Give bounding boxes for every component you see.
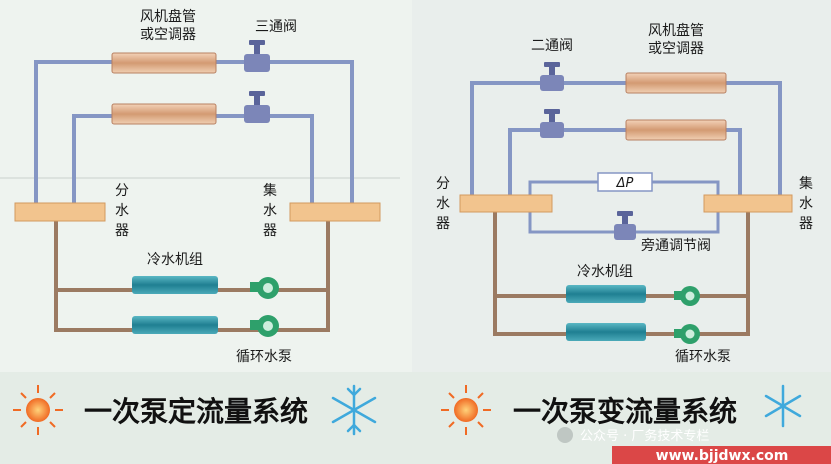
left-title-group: 一次泵定流量系统 [13,384,377,436]
right-pump-2 [674,324,700,344]
right-title-group: 一次泵变流量系统 [441,384,802,435]
left-fan-coil-label-1: 风机盘管 [140,8,196,25]
watermark-site-band [612,446,831,464]
right-fan-coil-label-2: 或空调器 [648,41,704,57]
watermark: 公众号 · 厂务技术专栏 www.bjjdwx.com [557,427,831,464]
right-collector-label-1: 集 [799,175,813,192]
left-three-way-valve-2 [244,91,270,123]
right-title: 一次泵变流量系统 [513,395,737,428]
right-bypass-valve-label: 旁通调节阀 [641,237,711,254]
left-collector-label-3: 器 [263,223,277,239]
right-pump-label: 循环水泵 [675,349,731,365]
right-fan-coil-2 [625,119,727,141]
right-collector-label-2: 水 [799,196,813,212]
left-chiller-1 [132,276,218,294]
left-system: 风机盘管 或空调器 三通阀 分 水 器 集 水 器 冷水机组 循环水泵 [14,8,381,365]
right-chiller-label: 冷水机组 [577,264,633,280]
right-chiller-2 [566,323,646,341]
left-fan-coil-1 [111,52,217,74]
right-two-way-valve-label: 二通阀 [531,38,573,54]
left-chiller-label: 冷水机组 [147,252,203,268]
left-collector-label-2: 水 [263,203,277,219]
right-system: ΔP 二通阀 风机盘管 或空调器 分 水 器 集 [436,22,813,365]
right-collector-label-3: 器 [799,216,813,232]
right-bypass-valve [614,211,636,240]
wechat-icon [557,427,573,443]
watermark-site: www.bjjdwx.com [656,448,789,464]
right-dp-sensor [597,172,653,192]
left-collector-label-1: 集 [263,182,277,199]
right-two-way-valve-2 [540,109,564,138]
left-distributor-label-1: 分 [115,183,129,199]
right-two-way-valve-1 [540,62,564,91]
sun-icon [441,385,491,435]
left-pump-1 [250,277,279,299]
right-distributor-label-2: 水 [436,196,450,212]
right-fan-coil-label-1: 风机盘管 [648,22,704,39]
left-distributor-label-2: 水 [115,203,129,219]
right-collector-header [703,194,793,213]
right-chiller-1 [566,285,646,303]
left-fan-coil-2 [111,103,217,125]
left-distributor-header [14,202,106,222]
right-pump-1 [674,286,700,306]
left-title: 一次泵定流量系统 [84,395,308,428]
left-three-way-valve-label: 三通阀 [255,19,297,35]
snowflake-icon [764,384,802,428]
left-distributor-label-3: 器 [115,223,129,239]
right-distributor-label-1: 分 [436,176,450,192]
left-pump-2 [250,315,279,337]
right-dp-sensor-label: ΔP [616,176,634,191]
right-distributor-header [459,194,553,213]
snowflake-icon [331,384,377,436]
left-pump-label: 循环水泵 [236,349,292,365]
left-fan-coil-label-2: 或空调器 [140,27,196,43]
left-chiller-2 [132,316,218,334]
right-distributor-label-3: 器 [436,216,450,232]
watermark-account: 公众号 · 厂务技术专栏 [580,428,709,444]
sun-icon [13,385,63,435]
right-fan-coil-1 [625,72,727,94]
left-collector-header [289,202,381,222]
left-three-way-valve-1 [244,40,270,72]
